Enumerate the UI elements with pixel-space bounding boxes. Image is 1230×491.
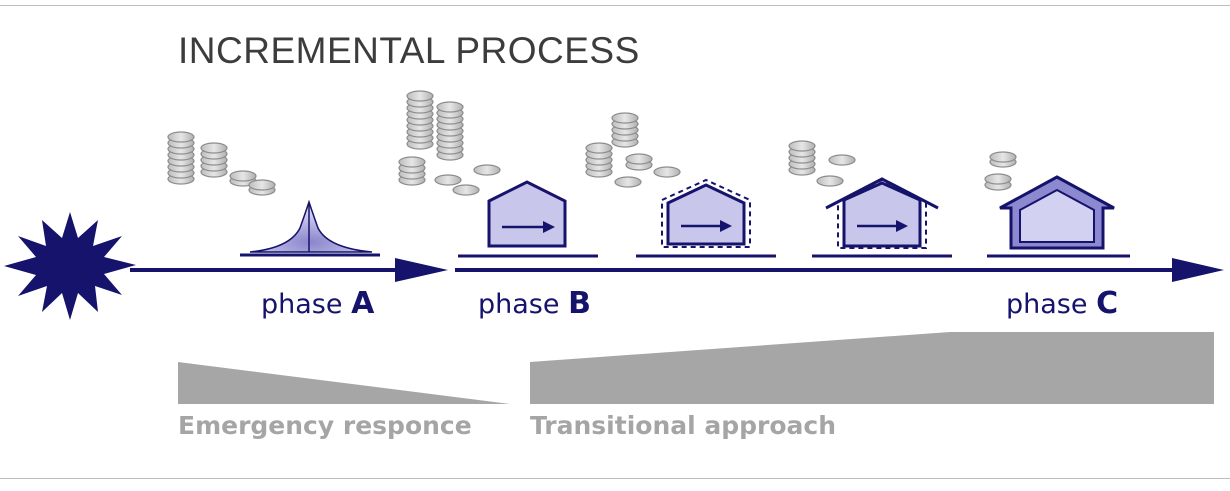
timeline-arrow-icon <box>130 258 1224 282</box>
phase-a-label: phase A <box>261 286 374 321</box>
phase-c-letter: C <box>1096 286 1119 321</box>
tent-icon <box>240 199 380 257</box>
phase-c-word: phase <box>1006 289 1088 320</box>
emergency-response-label: Emergency responce <box>178 411 472 440</box>
phase-a-letter: A <box>351 286 375 321</box>
coin-stack-icon <box>167 90 1017 196</box>
phase-b-word: phase <box>478 289 560 320</box>
house-icon <box>458 180 598 258</box>
top-divider <box>0 5 1230 6</box>
diagram-title: INCREMENTAL PROCESS <box>178 30 640 71</box>
phase-b-letter: B <box>568 286 591 321</box>
transitional-approach-label: Transitional approach <box>530 411 837 440</box>
starburst-icon <box>4 212 136 320</box>
transitional-band <box>530 332 1214 404</box>
house-icon <box>987 175 1130 258</box>
phase-a-word: phase <box>261 289 343 320</box>
phase-b-label: phase B <box>478 286 591 321</box>
house-icon <box>812 177 952 258</box>
phase-c-label: phase C <box>1006 286 1118 321</box>
bottom-divider <box>0 478 1230 479</box>
emergency-band <box>178 362 510 404</box>
house-icon <box>636 178 776 258</box>
